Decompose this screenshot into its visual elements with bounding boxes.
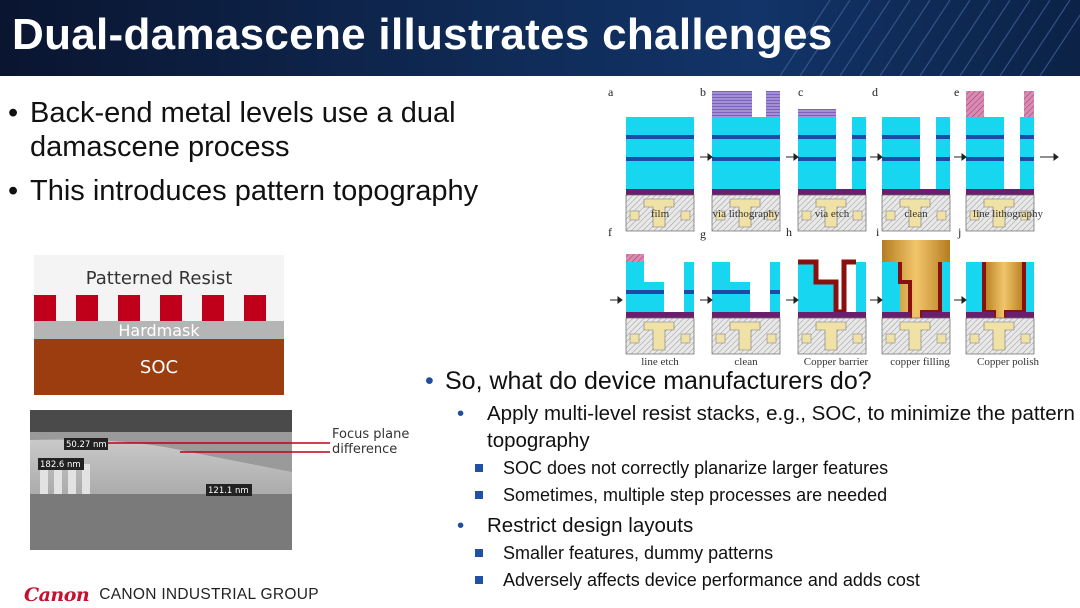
step-e-diagram xyxy=(965,91,1035,232)
dual-damascene-process-figure: a b c d e f g h i j film via lithography… xyxy=(608,85,1059,368)
sem-cross-section: 50.27 nm 182.6 nm 121.1 nm Focus plane d… xyxy=(30,410,409,550)
step-b-letter: b xyxy=(700,85,706,99)
resist-lines xyxy=(34,295,266,321)
step-d-diagram xyxy=(881,117,951,232)
subbullet-performance-cost: Adversely affects device performance and… xyxy=(425,567,1075,593)
canon-logo: Canon xyxy=(24,584,90,606)
top-bullet-list: Back-end metal levels use a dual damasce… xyxy=(8,96,548,218)
soc-layer xyxy=(34,339,284,395)
step-j-letter: j xyxy=(957,225,961,239)
resist-stack-figure: Patterned Resist Hardmask SOC xyxy=(34,255,284,395)
patterned-resist-label: Patterned Resist xyxy=(86,268,233,289)
step-j-diagram xyxy=(965,262,1035,355)
bullet-dual-damascene: Back-end metal levels use a dual damasce… xyxy=(8,96,548,164)
measurement-left: 182.6 nm xyxy=(40,460,81,470)
step-j-caption: Copper polish xyxy=(977,356,1040,368)
subbullet-multiple-steps: Sometimes, multiple step processes are n… xyxy=(425,482,1075,508)
step-b-caption: via lithography xyxy=(713,208,780,220)
step-g-letter: g xyxy=(700,227,706,241)
measurement-top: 50.27 nm xyxy=(66,440,107,450)
step-a-letter: a xyxy=(608,85,614,99)
focus-difference-label: difference xyxy=(332,442,397,457)
step-c-letter: c xyxy=(798,85,803,99)
bullet-multi-level-resist: Apply multi-level resist stacks, e.g., S… xyxy=(425,400,1075,454)
soc-label: SOC xyxy=(140,357,178,378)
step-a-diagram xyxy=(625,117,695,232)
footer-group-name: CANON INDUSTRIAL GROUP xyxy=(99,586,319,603)
step-e-caption: line lithography xyxy=(973,208,1043,220)
measurement-right: 121.1 nm xyxy=(208,486,249,496)
footer: Canon CANON INDUSTRIAL GROUP xyxy=(24,584,319,606)
bullet-pattern-topography: This introduces pattern topography xyxy=(8,174,548,208)
step-c-caption: via etch xyxy=(815,208,850,220)
lower-bullet-list: So, what do device manufacturers do? App… xyxy=(425,366,1075,593)
step-f-diagram xyxy=(625,254,695,355)
bullet-manufacturers-question: So, what do device manufacturers do? xyxy=(425,366,1075,396)
step-d-caption: clean xyxy=(904,208,928,220)
step-g-diagram xyxy=(711,262,781,355)
step-i-diagram xyxy=(881,240,951,355)
hardmask-layer xyxy=(34,321,284,339)
step-f-letter: f xyxy=(608,225,612,239)
step-a-caption: film xyxy=(651,208,670,220)
step-d-letter: d xyxy=(872,85,878,99)
focus-plane-label: Focus plane xyxy=(332,427,409,442)
slide-title: Dual-damascene illustrates challenges xyxy=(12,10,833,59)
subbullet-dummy-patterns: Smaller features, dummy patterns xyxy=(425,540,1075,566)
process-arrows xyxy=(610,153,1059,304)
step-h-caption: Copper barrier xyxy=(804,356,869,368)
step-g-caption: clean xyxy=(734,356,758,368)
step-i-caption: copper filling xyxy=(890,356,950,368)
step-b-diagram xyxy=(711,91,781,232)
sem-features xyxy=(40,464,90,494)
title-decoration xyxy=(779,0,1080,76)
step-h-letter: h xyxy=(786,225,792,239)
title-bar: Dual-damascene illustrates challenges xyxy=(0,0,1080,76)
step-h-diagram xyxy=(797,259,867,355)
step-f-caption: line etch xyxy=(641,356,679,368)
step-e-letter: e xyxy=(954,85,959,99)
hardmask-label: Hardmask xyxy=(118,321,200,340)
subbullet-soc-planarize: SOC does not correctly planarize larger … xyxy=(425,455,1075,481)
bullet-restrict-layouts: Restrict design layouts xyxy=(425,512,1075,539)
step-i-letter: i xyxy=(876,225,880,239)
step-c-diagram xyxy=(797,109,867,232)
